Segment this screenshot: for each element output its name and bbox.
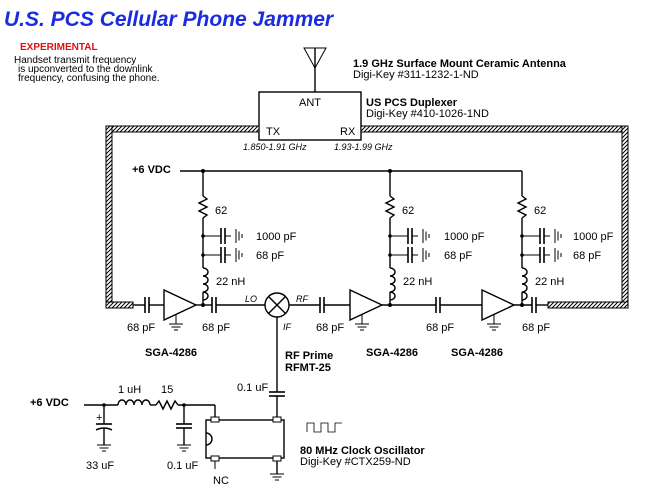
antenna-title: 1.9 GHz Surface Mount Ceramic Antenna bbox=[353, 58, 567, 70]
cap-in-label: 68 pF bbox=[127, 322, 155, 334]
filter-inductor-label: 1 uH bbox=[118, 384, 141, 396]
cap-out-label: 68 pF bbox=[522, 322, 550, 334]
antenna-part: Digi-Key #311-1232-1-ND bbox=[353, 69, 479, 81]
oscillator-title: 80 MHz Clock Oscillator bbox=[300, 445, 425, 457]
mixer-name: RF Prime bbox=[285, 350, 333, 362]
bias1-inductor-label: 22 nH bbox=[216, 276, 245, 288]
bias-network-3 bbox=[516, 171, 562, 307]
supply-top-label: +6 VDC bbox=[132, 164, 171, 176]
amp2-label: SGA-4286 bbox=[366, 347, 418, 359]
filter-cap-dec-label: 0.1 uF bbox=[167, 460, 198, 472]
tx-band-label: 1.850-1.91 GHz bbox=[243, 142, 307, 152]
if-path bbox=[269, 317, 285, 420]
experimental-label: EXPERIMENTAL bbox=[20, 42, 98, 53]
bias-network-2 bbox=[384, 171, 430, 307]
page-title: U.S. PCS Cellular Phone Jammer bbox=[4, 8, 335, 31]
filter-resistor-label: 15 bbox=[161, 384, 173, 396]
bias2-cap-large-label: 1000 pF bbox=[444, 231, 485, 243]
supply-bottom-label: +6 VDC bbox=[30, 397, 69, 409]
mixer-part: RFMT-25 bbox=[285, 362, 331, 374]
cap-amp-label: 68 pF bbox=[426, 322, 454, 334]
bias3-cap-large-label: 1000 pF bbox=[573, 231, 614, 243]
bias2-cap-small-label: 68 pF bbox=[444, 250, 472, 262]
amp1-label: SGA-4286 bbox=[145, 347, 197, 359]
oscillator-chip bbox=[205, 416, 285, 481]
bias3-inductor-label: 22 nH bbox=[535, 276, 564, 288]
coax-left bbox=[105, 125, 260, 309]
duplexer-part: Digi-Key #410-1026-1ND bbox=[366, 108, 489, 120]
bias3-cap-small-label: 68 pF bbox=[573, 250, 601, 262]
bias2-resistor-label: 62 bbox=[402, 205, 414, 217]
bias-network-1 bbox=[197, 171, 243, 307]
cap-mix-rf-label: 68 pF bbox=[316, 322, 344, 334]
description-line-2: is upconverted to the downlink bbox=[18, 64, 154, 75]
duplexer-tx-label: TX bbox=[266, 126, 281, 138]
signal-chain bbox=[133, 288, 548, 331]
duplexer-ant-label: ANT bbox=[299, 97, 321, 109]
amp3-label: SGA-4286 bbox=[451, 347, 503, 359]
duplexer-box bbox=[258, 91, 362, 141]
antenna bbox=[303, 47, 327, 92]
bias1-cap-small-label: 68 pF bbox=[256, 250, 284, 262]
filter-cap-elec-label: 33 uF bbox=[86, 460, 114, 472]
bias2-inductor-label: 22 nH bbox=[403, 276, 432, 288]
description-line-1: Handset transmit frequency bbox=[14, 55, 136, 66]
bias3-resistor-label: 62 bbox=[534, 205, 546, 217]
description-line-3: frequency, confusing the phone. bbox=[18, 73, 160, 84]
oscillator-nc-label: NC bbox=[213, 475, 229, 487]
bias1-resistor-label: 62 bbox=[215, 205, 227, 217]
supply-filter bbox=[84, 399, 216, 452]
coax-right bbox=[360, 125, 629, 309]
cap-if-label: 0.1 uF bbox=[237, 382, 268, 394]
electrolytic-plus-label: + bbox=[96, 412, 102, 424]
duplexer-rx-label: RX bbox=[340, 126, 356, 138]
mixer-if-label: IF bbox=[283, 322, 292, 332]
cap-mix-lo-label: 68 pF bbox=[202, 322, 230, 334]
square-wave-icon bbox=[306, 422, 342, 433]
bias1-cap-large-label: 1000 pF bbox=[256, 231, 297, 243]
oscillator-part: Digi-Key #CTX259-ND bbox=[300, 456, 411, 468]
mixer-rf-label: RF bbox=[296, 294, 308, 304]
duplexer-title: US PCS Duplexer bbox=[366, 97, 458, 109]
rx-band-label: 1.93-1.99 GHz bbox=[334, 142, 393, 152]
mixer-lo-label: LO bbox=[245, 294, 257, 304]
